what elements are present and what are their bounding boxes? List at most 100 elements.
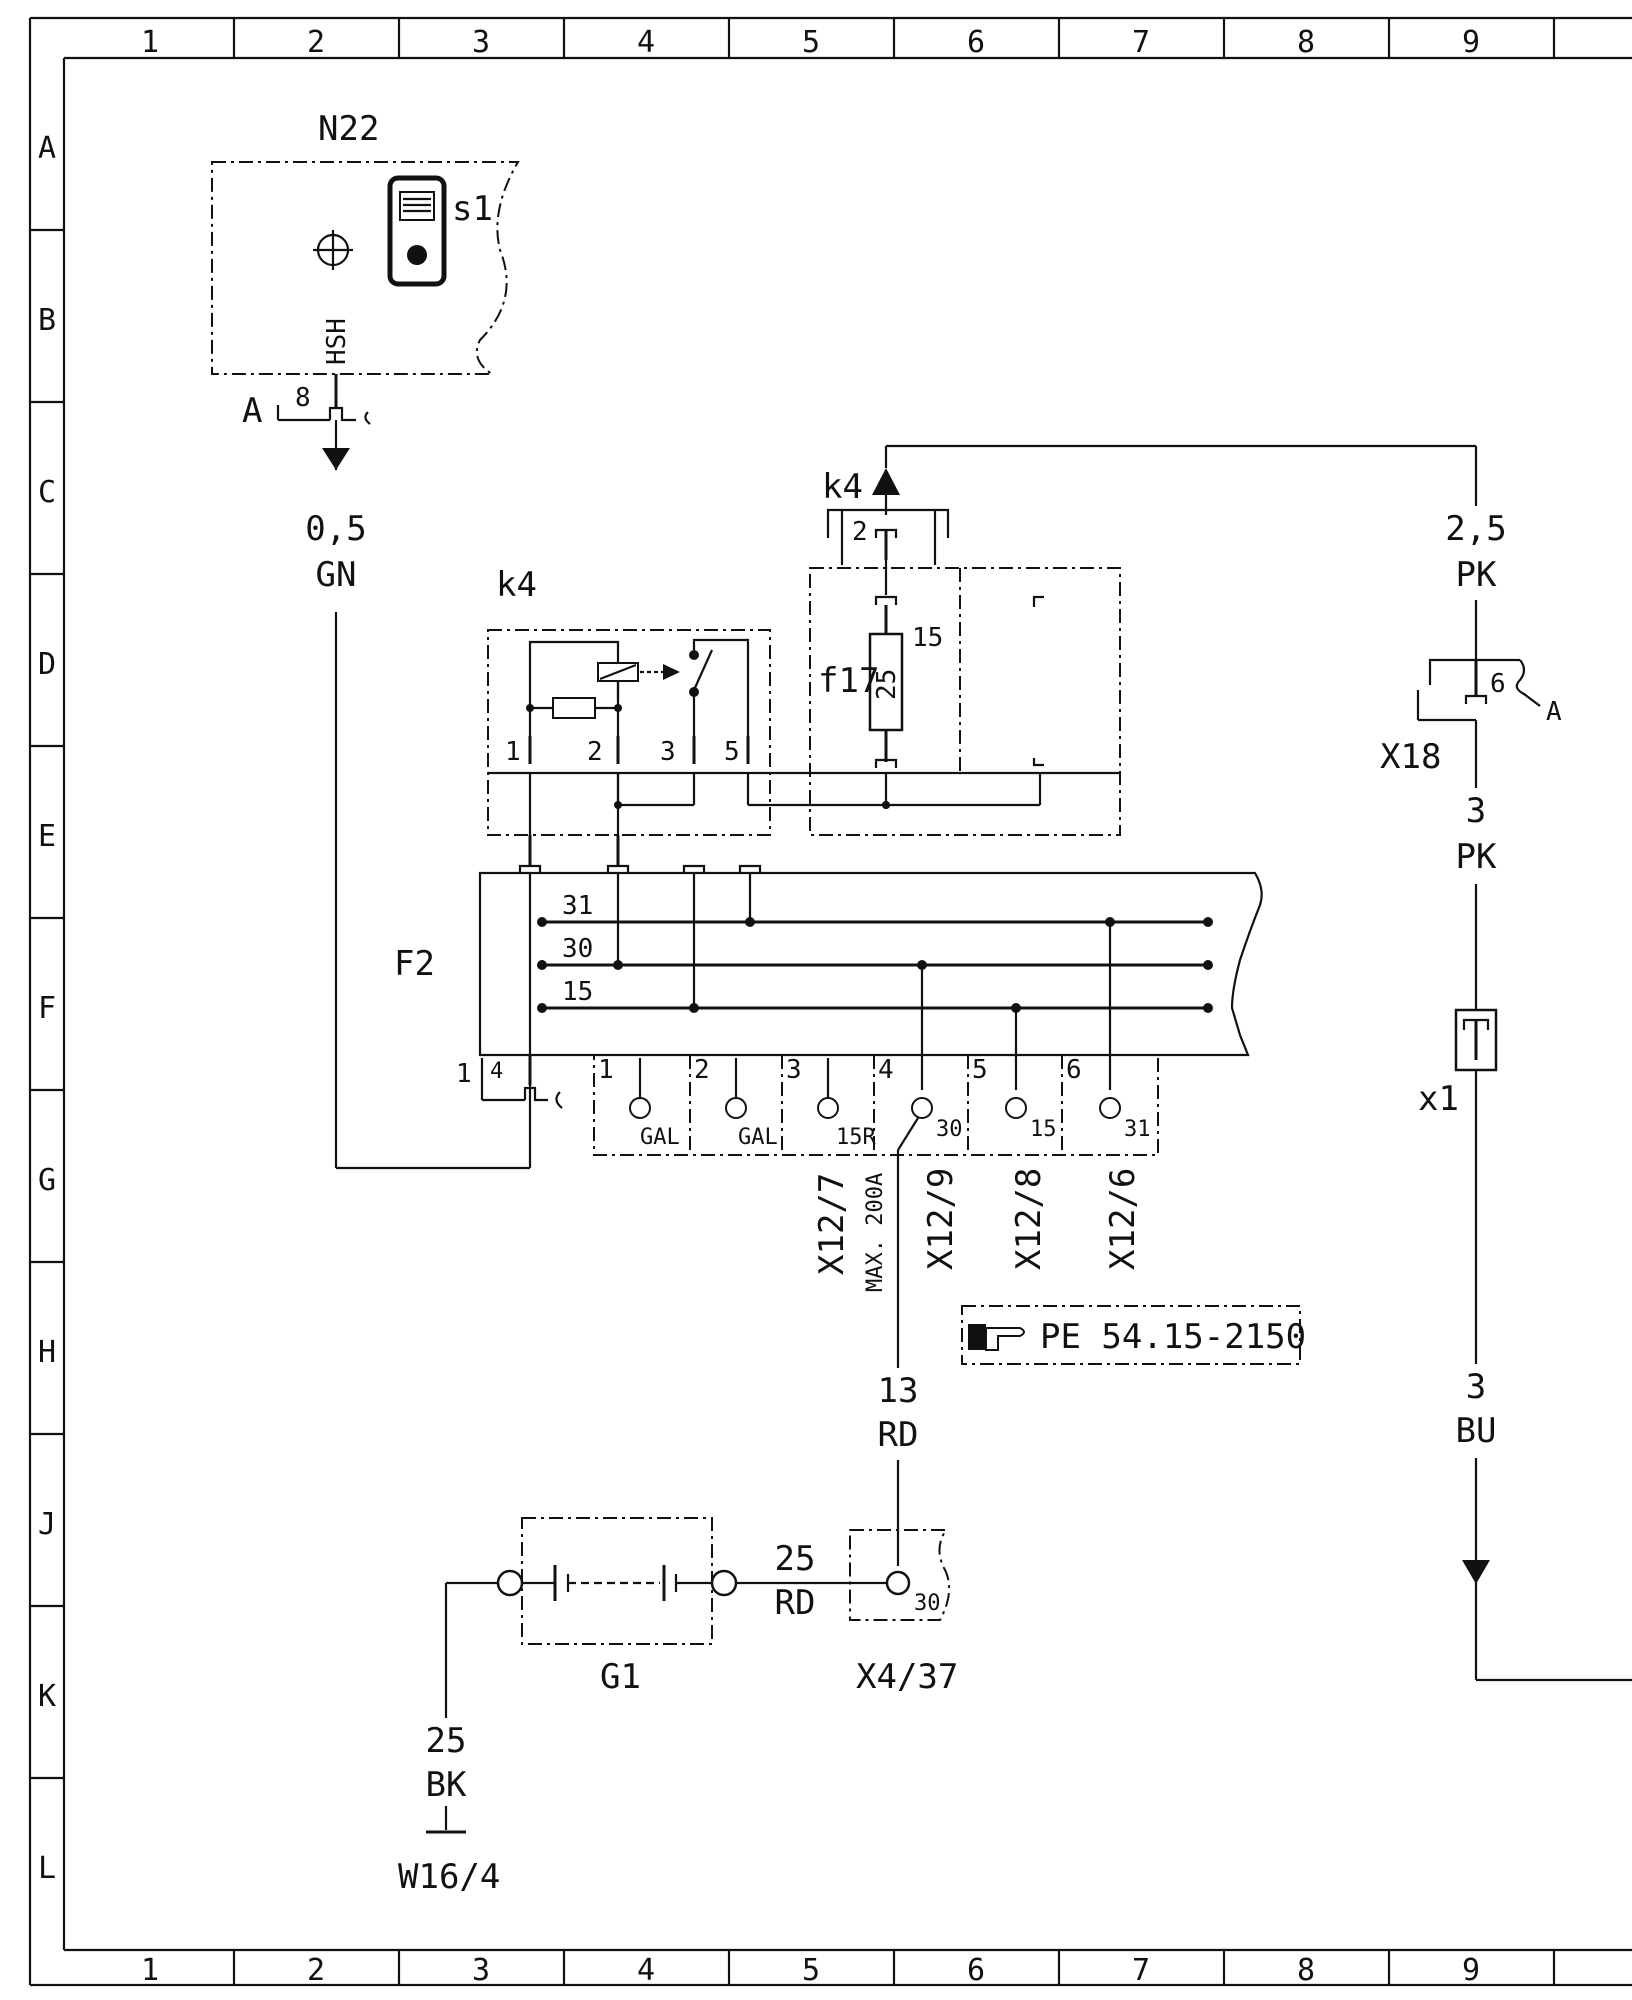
reference-box[interactable]: PE 54.15-2150 [961,1305,1306,1365]
row-label: E [38,819,56,854]
column-labels-bottom: 1 2 3 4 5 6 7 8 9 [141,1953,1480,1988]
terminal-5-num: 5 [972,1055,988,1085]
col-label: 4 [637,1953,655,1988]
f2-reference-labels: X12/7 MAX. 200A X12/9 X12/8 X12/6 [812,1168,1143,1292]
arrow-down-icon [1462,1560,1490,1584]
wire-gn-size: 0,5 [305,509,366,549]
row-label: F [38,991,56,1026]
terminal-4-label: 30 [936,1117,963,1142]
terminal-5-label: 15 [1030,1117,1057,1142]
row-label: K [38,1679,56,1714]
wire-bk: 25 BK W16/4 [398,1581,500,1897]
frame-border [28,16,1632,1987]
x4-terminal-icon [885,1570,911,1596]
k4-pin-5: 5 [724,737,740,767]
connector-x4-37: 30 X4/37 [849,1529,958,1697]
col-label: 7 [1132,25,1150,60]
col-label: 1 [141,25,159,60]
ref-x12-7: X12/7 [812,1173,852,1275]
col-label: 9 [1462,25,1480,60]
f2-busbar-block: F2 31 30 15 [394,773,1263,1109]
connector-a-pin: 8 [295,383,311,413]
wire-rd13-size: 13 [878,1371,919,1411]
terminal-1-label: GAL [640,1125,680,1150]
n22-module: N22 s1 HSH [211,109,520,375]
terminal-2-num: 2 [694,1055,710,1085]
terminal-2-icon [725,1097,747,1119]
x18-pin: 6 [1490,669,1506,699]
fuse-f17-icon [868,632,904,732]
ref-x12-9: X12/9 [921,1168,961,1270]
fuse-f17-label: f17 [818,661,879,701]
wire-pk2: 3 PK [1456,720,1497,1010]
wire-pk1-size: 2,5 [1445,509,1506,549]
wire-rd25-color: RD [775,1583,816,1623]
wire-gn: 0,5 GN [305,509,532,1170]
col-label: 3 [472,25,490,60]
k4-relay-label: k4 [496,565,537,605]
busbar-30-label: 30 [562,934,593,964]
wire-pk2-color: PK [1456,837,1497,877]
fuse-f17-rating: 25 [872,669,902,700]
wire-bu: 3 BU [1456,1367,1632,1682]
row-label: B [38,303,56,338]
wire-bk-size: 25 [426,1721,467,1761]
row-label: A [38,131,56,166]
k4-fuse-block: k4 2 25 f17 15 [809,467,1121,836]
terminal-3-label: 15R [836,1125,876,1150]
col-label: 4 [637,25,655,60]
k4-pin-2: 2 [587,737,603,767]
reference-text: PE 54.15-2150 [1040,1317,1306,1357]
connector-a-n22: A 8 [242,374,371,470]
terminal-4-num: 4 [878,1055,894,1085]
row-label: C [38,475,56,510]
col-label: 2 [307,1953,325,1988]
battery-g1-label: G1 [600,1657,641,1697]
k4-top-label: k4 [822,467,863,507]
row-label: D [38,647,56,682]
x4-pin: 30 [914,1591,941,1616]
row-label: G [38,1163,56,1198]
arrow-up-icon [872,468,900,495]
col-label: 1 [141,1953,159,1988]
x4-37-label: X4/37 [856,1657,958,1697]
terminal-6-icon [1099,1097,1121,1119]
resistor-icon [552,697,596,719]
col-label: 6 [967,1953,985,1988]
col-label: 7 [1132,1953,1150,1988]
k4-pin-1: 1 [505,737,521,767]
connector-x1: x1 [1418,1008,1498,1364]
wire-gn-color: GN [316,555,357,595]
wire-rd13: 13 RD [878,1176,919,1566]
battery-g1: G1 [496,1517,738,1697]
terminal-3-num: 3 [786,1055,802,1085]
terminal-6-label: 31 [1124,1117,1151,1142]
arrow-down-icon [322,448,350,470]
row-label: J [38,1507,56,1542]
x18-a-label: A [1546,697,1562,727]
x1-label: x1 [1418,1079,1459,1119]
wire-bk-color: BK [426,1765,467,1805]
col-label: 9 [1462,1953,1480,1988]
col-label: 3 [472,1953,490,1988]
wire-rd25: 25 RD [736,1539,888,1623]
wire-pk2-size: 3 [1466,791,1486,831]
k4-top-pin: 2 [852,517,868,547]
sensor-icon [313,230,353,270]
ref-max-200a: MAX. 200A [863,1173,888,1292]
col-label: 5 [802,25,820,60]
col-label: 5 [802,1953,820,1988]
column-labels-top: 1 2 3 4 5 6 7 8 9 [141,25,1480,60]
f2-left-sub: 4 [490,1059,503,1084]
terminal-6-num: 6 [1066,1055,1082,1085]
terminal-2-label: GAL [738,1125,778,1150]
wire-rd13-color: RD [878,1415,919,1455]
x18-label: X18 [1380,737,1441,777]
row-label: H [38,1335,56,1370]
w16-4-label: W16/4 [398,1857,500,1897]
row-labels: A B C D E F G H J K L [38,131,56,1886]
terminal-3-icon [817,1097,839,1119]
s1-label: s1 [452,189,493,229]
battery-terminal-neg-icon [496,1569,524,1597]
